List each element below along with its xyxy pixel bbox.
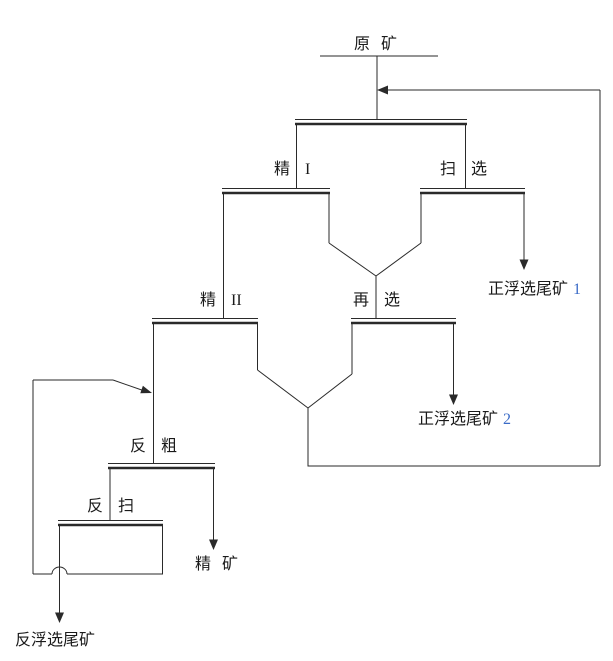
arrow-forward-tailings-1 bbox=[519, 259, 529, 270]
forward-tailings-2-text: 正浮选尾矿 bbox=[418, 411, 499, 428]
cell-scavenger bbox=[375, 188, 529, 277]
reverse-scavenger-label-right: 扫 bbox=[118, 498, 135, 515]
cell-reverse-rougher bbox=[108, 463, 218, 550]
cleaner2-underflow-diagonal bbox=[257, 369, 309, 409]
scavenger-label-right: 选 bbox=[471, 161, 488, 178]
recycle-loop-right bbox=[307, 85, 601, 467]
reverse-rougher-label-left: 反 bbox=[129, 438, 146, 455]
forward-tailings-1-number: 1 bbox=[573, 281, 582, 298]
arrow-recycle-to-reverse-rougher bbox=[140, 385, 152, 394]
cleaner1-label-right: I bbox=[305, 161, 311, 178]
forward-tailings-1-text: 正浮选尾矿 bbox=[488, 281, 569, 298]
recycle-diagonal bbox=[112, 379, 147, 392]
feed-label: 原 矿 bbox=[354, 36, 398, 53]
recleaner-label-left: 再 bbox=[352, 292, 369, 309]
reverse-rougher-label-right: 粗 bbox=[161, 438, 178, 455]
recleaner-froth-diagonal bbox=[307, 373, 353, 409]
arrow-reverse-tailings bbox=[55, 612, 64, 623]
cleaner2-label-right: II bbox=[231, 292, 242, 309]
recleaner-label-right: 选 bbox=[384, 292, 401, 309]
cell-cleaner1 bbox=[222, 188, 377, 319]
arrow-recycle-to-feed bbox=[377, 85, 388, 95]
arrow-concentrate bbox=[209, 539, 218, 550]
cell-recleaner bbox=[307, 318, 458, 409]
reverse-tailings-label: 反浮选尾矿 bbox=[15, 632, 96, 649]
cleaner1-label-left: 精 bbox=[273, 161, 290, 178]
cell-cleaner2 bbox=[152, 318, 309, 464]
scavenger-froth-diagonal bbox=[375, 242, 422, 277]
scavenger-label-left: 扫 bbox=[439, 161, 456, 178]
concentrate-label: 精 矿 bbox=[195, 556, 239, 573]
cell-rougher bbox=[295, 119, 467, 189]
cell-reverse-scavenger bbox=[51, 520, 163, 623]
arrow-forward-tailings-2 bbox=[449, 394, 458, 405]
cleaner2-label-left: 精 bbox=[199, 292, 216, 309]
reverse-scavenger-label-left: 反 bbox=[86, 498, 103, 515]
recycle-loop-left bbox=[32, 379, 152, 575]
forward-tailings-2-number: 2 bbox=[503, 411, 512, 428]
cleaner1-underflow-diagonal bbox=[328, 242, 377, 277]
feed-lines bbox=[320, 55, 438, 120]
